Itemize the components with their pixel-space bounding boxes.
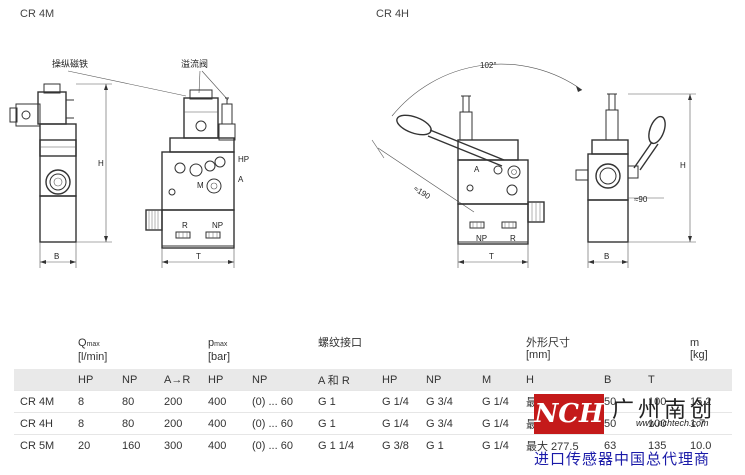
group-header-qmax: Qmax[l/min] (78, 337, 108, 363)
col-header: A→R (158, 369, 202, 391)
dim-lever-length: ≈190 (412, 184, 432, 201)
dim-h-cr4m: H (98, 159, 104, 168)
dim-b-cr4h: B (604, 252, 609, 261)
company-tagline: 进口传感器中国总代理商 (534, 450, 711, 468)
col-header: M (476, 369, 520, 391)
table-cell: G 3/8 (376, 434, 420, 456)
table-cell: (0) ... 60 (246, 390, 312, 413)
table-cell: 160 (116, 434, 158, 456)
company-name: 广州南创 (612, 398, 717, 423)
col-header: NP (116, 369, 158, 391)
col-header: HP (202, 369, 246, 391)
port-hp: HP (238, 155, 249, 164)
cr4h-side-view: ≈90 H B (575, 93, 696, 268)
cr4m-side-view: H B (9, 83, 112, 268)
dim-b-cr4m: B (54, 252, 59, 261)
port-a-4h: A (474, 165, 480, 174)
table-cell: 1.7 (684, 412, 732, 435)
table-cell: CR 4H (14, 412, 72, 435)
table-cell: CR 5M (14, 434, 72, 456)
table-cell: 8 (72, 412, 116, 435)
table-cell: 50 (598, 390, 642, 413)
table-cell: CR 4M (14, 390, 72, 413)
table-cell: (0) ... 60 (246, 412, 312, 435)
table-cell: G 1 (420, 434, 476, 456)
table-cell: G 3/4 (420, 412, 476, 435)
table-cell: G 1/4 (376, 412, 420, 435)
table-cell: 200 (158, 390, 202, 413)
table-cell: 15.2 (684, 390, 732, 413)
col-header: HP (72, 369, 116, 391)
port-r-4h: R (510, 234, 516, 243)
dim-lever-width: ≈90 (634, 195, 648, 204)
table-cell: 100 (642, 412, 684, 435)
table-cell: G 1 (312, 390, 376, 413)
port-r: R (182, 221, 188, 230)
table-cell: (0) ... 60 (246, 434, 312, 456)
table-cell: 8 (72, 390, 116, 413)
table-cell: 80 (116, 412, 158, 435)
drawing-title-cr4h: CR 4H (376, 8, 410, 20)
table-cell: 100 (642, 390, 684, 413)
col-header: H (520, 369, 598, 391)
table-row: CR 4H 8 80 200 400 (0) ... 60 G 1 G 1/4 … (14, 412, 732, 435)
port-m: M (197, 181, 204, 190)
port-np-4h: NP (476, 234, 487, 243)
table-cell: 400 (202, 390, 246, 413)
table-cell: G 3/4 (420, 390, 476, 413)
table-group-header-row: Qmax[l/min] pmax[bar] 螺纹接口 外形尺寸[mm] m[kg… (14, 334, 732, 369)
table-row: CR 5M 20 160 300 400 (0) ... 60 G 1 1/4 … (14, 434, 732, 456)
nch-logo: NCH (534, 394, 604, 434)
col-header: NP (420, 369, 476, 391)
dim-h-cr4h: H (680, 161, 686, 170)
table-cell: G 1/4 (476, 434, 520, 456)
dim-t-cr4h: T (489, 252, 494, 261)
group-header-dimensions: 外形尺寸[mm] (526, 337, 570, 361)
cr4m-front-view: HP M A R NP T (145, 89, 249, 268)
table-cell: 20 (72, 434, 116, 456)
table-cell: G 1/4 (376, 390, 420, 413)
table-cell: 400 (202, 412, 246, 435)
label-relief-valve: 溢流阀 (181, 58, 208, 70)
port-np: NP (212, 221, 223, 230)
dim-t-cr4m: T (196, 252, 201, 261)
table-cell: 200 (158, 412, 202, 435)
technical-drawing: 操纵磁铁 溢流阀 H B (9, 58, 696, 268)
col-header: T (642, 369, 684, 391)
table-cell: G 1/4 (476, 412, 520, 435)
table-cell: G 1/4 (476, 390, 520, 413)
col-header: B (598, 369, 642, 391)
dim-angle: 102° (480, 61, 497, 70)
table-cell: 50 (598, 412, 642, 435)
group-header-mass: m[kg] (690, 337, 708, 361)
table-cell: 80 (116, 390, 158, 413)
table-cell: 135 (642, 434, 684, 456)
table-cell: G 1 (312, 412, 376, 435)
table-column-header-row: HP NP A→R HP NP A 和 R HP NP M H B T (14, 369, 732, 391)
table-cell: 400 (202, 434, 246, 456)
company-site: www.nchtech.com (636, 418, 709, 428)
cr4h-front-view: 102° ≈190 A N (371, 61, 583, 268)
col-header: NP (246, 369, 312, 391)
port-a: A (238, 175, 244, 184)
group-header-pmax: pmax[bar] (208, 337, 231, 363)
table-cell: 63 (598, 434, 642, 456)
table-cell: 10.0 (684, 434, 732, 456)
drawing-title-cr4m: CR 4M (20, 8, 55, 20)
table-cell: G 1 1/4 (312, 434, 376, 456)
col-header: HP (376, 369, 420, 391)
table-cell: 最大 277.5 (520, 434, 598, 456)
table-cell: 300 (158, 434, 202, 456)
col-header: A 和 R (312, 369, 376, 391)
label-solenoid: 操纵磁铁 (52, 58, 88, 70)
group-header-thread: 螺纹接口 (318, 337, 362, 349)
